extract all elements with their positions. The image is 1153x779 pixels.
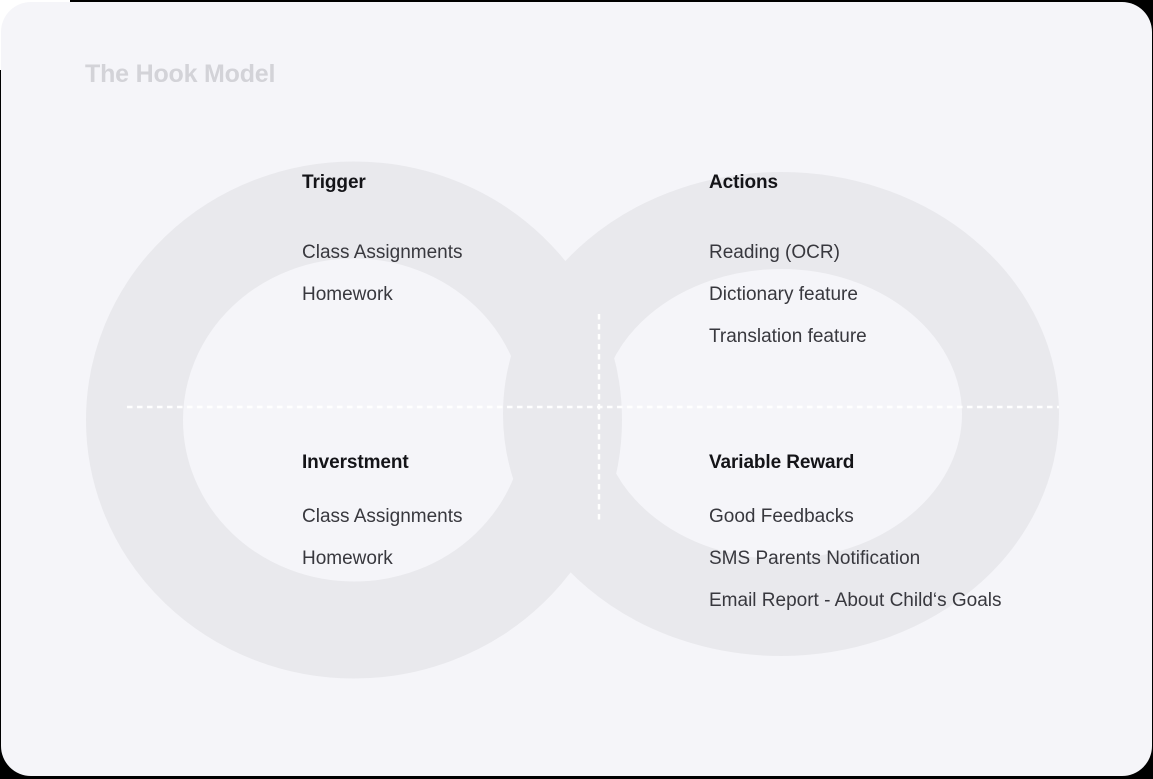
quadrant-variable-reward-heading: Variable Reward — [709, 452, 855, 473]
list-item: Dictionary feature — [709, 284, 858, 305]
quadrant-investment-items: Class Assignments Homework — [302, 505, 463, 571]
list-item: Class Assignments — [302, 506, 463, 527]
list-item: Homework — [302, 284, 393, 305]
list-item: Homework — [302, 548, 393, 569]
list-item: Translation feature — [709, 326, 867, 347]
list-item: Reading (OCR) — [709, 242, 840, 263]
quadrant-actions-heading: Actions — [709, 172, 778, 193]
list-item: SMS Parents Notification — [709, 548, 921, 569]
quadrant-actions: Actions Reading (OCR) Dictionary feature… — [709, 171, 867, 349]
page-title: The Hook Model — [85, 60, 276, 88]
quadrant-investment: Inverstment Class Assignments Homework — [302, 451, 463, 571]
quadrant-actions-items: Reading (OCR) Dictionary feature Transla… — [709, 241, 867, 349]
quadrant-variable-reward: Variable Reward Good Feedbacks SMS Paren… — [709, 451, 1002, 613]
list-item: Good Feedbacks — [709, 506, 854, 527]
quadrant-trigger-heading: Trigger — [302, 172, 366, 193]
quadrant-trigger: Trigger Class Assignments Homework — [302, 171, 463, 307]
quadrant-trigger-items: Class Assignments Homework — [302, 241, 463, 307]
list-item: Class Assignments — [302, 242, 463, 263]
infinity-right-loop — [503, 172, 1059, 656]
quadrant-variable-reward-items: Good Feedbacks SMS Parents Notification … — [709, 505, 1002, 613]
list-item: Email Report - About Child‘s Goals — [709, 590, 1002, 611]
quadrant-investment-heading: Inverstment — [302, 452, 409, 473]
